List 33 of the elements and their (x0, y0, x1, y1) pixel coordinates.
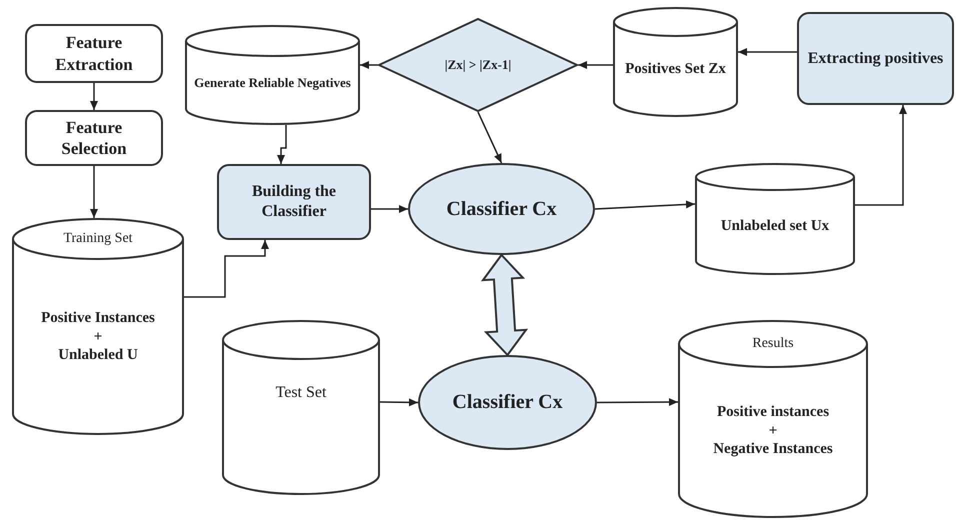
arrow (594, 200, 696, 210)
arrow (184, 240, 269, 298)
node-label: Building the Classifier (250, 182, 338, 222)
node-label: Positive instances + Negative Instances (713, 402, 833, 460)
node-label: Positives Set Zx (625, 60, 726, 79)
node-label: Feature Extraction (54, 32, 134, 75)
node-label: Feature Selection (60, 116, 128, 160)
arrow (738, 48, 797, 56)
arrow (371, 205, 408, 213)
node-label: Training Set (63, 230, 133, 248)
arrow (90, 166, 98, 218)
node-label: Extracting positives (808, 48, 944, 68)
arrow (477, 112, 502, 164)
node-label: Classifier Cx (452, 390, 563, 415)
node-label: Positive Instances + Unlabeled U (41, 308, 155, 366)
arrow (380, 398, 418, 406)
arrow (855, 105, 907, 206)
node-label: Results (752, 335, 794, 353)
process-box (217, 164, 371, 240)
node-label: Test Set (276, 382, 326, 402)
arrow (90, 83, 98, 110)
double-arrow (480, 253, 528, 357)
node-label: Classifier Cx (446, 196, 557, 222)
node-label: Unlabeled set Ux (720, 216, 830, 236)
arrow (578, 61, 613, 69)
process-box (797, 12, 954, 105)
process-box (25, 24, 163, 83)
arrow (597, 398, 678, 406)
node-label: |Zx| > |Zx-1| (444, 57, 512, 72)
arrow (277, 125, 287, 164)
process-box (25, 110, 163, 166)
arrow (360, 61, 378, 69)
node-label: Generate Reliable Negatives (194, 74, 351, 92)
